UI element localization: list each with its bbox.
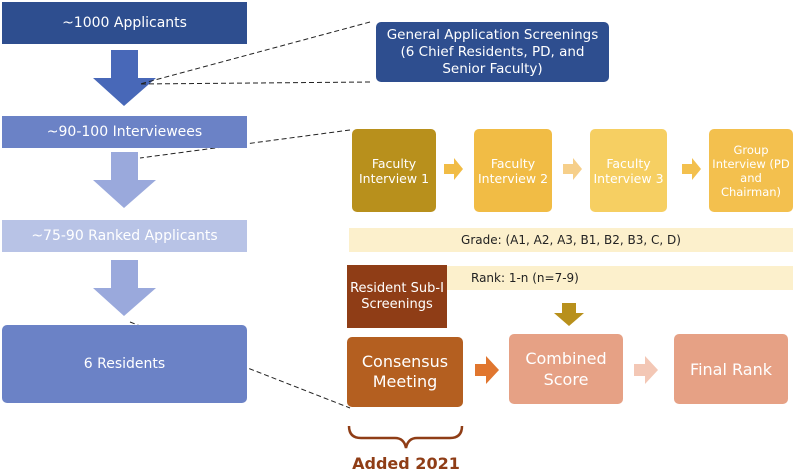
arrow-consensus-combined (475, 356, 499, 384)
grade-note: Grade: (A1, A2, A3, B1, B2, B3, C, D) (461, 233, 681, 247)
rank-note: Rank: 1-n (n=7-9) (471, 271, 579, 285)
resident-subi-label: Resident Sub-I Screenings (350, 280, 444, 312)
dashed-line-2 (139, 81, 371, 85)
resident-subi-box: Resident Sub-I Screenings (347, 265, 447, 328)
consensus-meeting-label: Consensus Meeting (361, 352, 449, 391)
down-arrow-2 (93, 152, 156, 208)
faculty-interview-1-box: Faculty Interview 1 (352, 129, 436, 212)
arrow-fi1-fi2 (444, 158, 463, 180)
interviewees-box: ~90-100 Interviewees (2, 116, 247, 148)
group-interview-box: Group Interview (PD and Chairman) (709, 129, 793, 212)
combined-score-label: Combined Score (525, 349, 607, 389)
applicants-label: ~1000 Applicants (62, 15, 187, 31)
final-rank-box: Final Rank (674, 334, 788, 404)
faculty-interview-2-label: Faculty Interview 2 (477, 155, 549, 186)
down-arrow-rank (554, 303, 584, 326)
consensus-meeting-box: Consensus Meeting (347, 337, 463, 407)
down-arrow-3 (93, 260, 156, 316)
faculty-interview-3-box: Faculty Interview 3 (590, 129, 667, 212)
residents-label: 6 Residents (83, 356, 166, 372)
rank-band: Rank: 1-n (n=7-9) (441, 266, 793, 290)
down-arrow-1 (93, 50, 156, 106)
ranked-applicants-label: ~75-90 Ranked Applicants (31, 228, 218, 244)
ranked-applicants-box: ~75-90 Ranked Applicants (2, 220, 247, 252)
arrow-fi3-group (682, 158, 701, 180)
residents-box: 6 Residents (2, 325, 247, 403)
general-screening-label: General Application Screenings (6 Chief … (386, 26, 599, 77)
applicants-box: ~1000 Applicants (2, 2, 247, 44)
dashed-line-4 (129, 321, 351, 409)
grade-band: Grade: (A1, A2, A3, B1, B2, B3, C, D) (349, 228, 793, 252)
faculty-interview-2-box: Faculty Interview 2 (474, 129, 552, 212)
combined-score-box: Combined Score (509, 334, 623, 404)
interviewees-label: ~90-100 Interviewees (46, 124, 203, 140)
bracket (347, 425, 464, 449)
arrow-fi2-fi3 (563, 158, 582, 180)
final-rank-label: Final Rank (690, 359, 772, 379)
faculty-interview-3-label: Faculty Interview 3 (593, 155, 664, 186)
added-2021-label: Added 2021 (352, 454, 460, 473)
general-screening-box: General Application Screenings (6 Chief … (376, 22, 609, 82)
faculty-interview-1-label: Faculty Interview 1 (358, 155, 430, 186)
group-interview-label: Group Interview (PD and Chairman) (712, 142, 790, 199)
arrow-combined-final (634, 356, 658, 384)
